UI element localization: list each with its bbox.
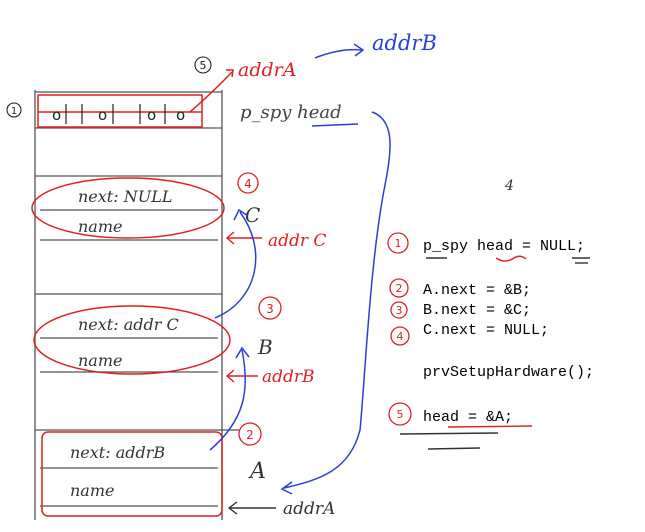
- code-line-4: C.next = NULL;: [423, 322, 549, 339]
- block-c-name-label: name: [78, 217, 122, 236]
- svg-text:o: o: [98, 106, 107, 124]
- block-b-next-label: next: addr C: [78, 315, 179, 334]
- code-block: p_spy head = NULL; A.next = &B; B.next =…: [387, 232, 594, 450]
- code-step-5: 5: [397, 408, 404, 421]
- step-mark-2: 2: [246, 428, 254, 442]
- block-c-addr-label: addr C: [268, 231, 326, 251]
- pointer-arrows: [209, 111, 391, 495]
- block-a-node-label: A: [248, 459, 266, 484]
- block-a-next-label: next: addrB: [70, 443, 165, 462]
- head-to-addra-arrow: [189, 71, 233, 113]
- head-cell: o o o o: [37, 94, 203, 128]
- step-mark-5-top: 5: [194, 56, 212, 74]
- block-b-node-label: B: [257, 335, 273, 359]
- b-to-c-arrow: [214, 211, 257, 319]
- svg-text:o: o: [147, 106, 156, 124]
- head-cell-outline: [37, 94, 203, 128]
- block-b-outline: [33, 305, 231, 375]
- step-mark-4: 4: [244, 177, 252, 191]
- head-to-a-arrow: [283, 111, 391, 489]
- svg-text:o: o: [52, 106, 61, 124]
- code-step-1: 1: [395, 237, 402, 250]
- code-line-1: p_spy head = NULL;: [423, 238, 585, 255]
- svg-text:o: o: [176, 106, 185, 124]
- top-head-label: p_spy head: [240, 102, 342, 123]
- block-c-next-label: next: NULL: [78, 187, 172, 206]
- code-step-2: 2: [396, 282, 403, 295]
- top-addr-b: addrB: [372, 31, 437, 55]
- code-step-3: 3: [396, 304, 403, 317]
- svg-text:5: 5: [200, 59, 207, 72]
- addra-to-addrb-arrow: [314, 48, 363, 59]
- block-a-addr-label: addrA: [283, 499, 335, 519]
- block-a: next: addrB name A addrA 2: [41, 422, 335, 519]
- block-b: next: addr C name B addrB 3: [33, 296, 315, 387]
- step-mark-1: 1: [6, 102, 22, 118]
- block-c-outline: [31, 177, 225, 239]
- block-a-outline: [41, 431, 223, 517]
- a-to-b-arrow: [209, 349, 247, 451]
- block-b-addr-label: addrB: [262, 367, 315, 387]
- block-b-name-label: name: [78, 351, 122, 370]
- block-a-name-label: name: [70, 481, 114, 500]
- code-line-5: prvSetupHardware();: [423, 364, 594, 381]
- code-line-6: head = &A;: [423, 409, 513, 426]
- step-mark-3: 3: [266, 302, 274, 316]
- svg-text:1: 1: [11, 106, 17, 117]
- code-step-4: 4: [397, 330, 404, 343]
- block-c-node-label: C: [245, 203, 260, 227]
- block-c: next: NULL name C addr C 4: [31, 172, 326, 251]
- memory-column: [34, 90, 240, 520]
- top-addr-a: addrA: [238, 59, 296, 81]
- code-line-3: B.next = &C;: [423, 302, 531, 319]
- side-number: 4: [504, 178, 514, 194]
- code-line-2: A.next = &B;: [423, 282, 531, 299]
